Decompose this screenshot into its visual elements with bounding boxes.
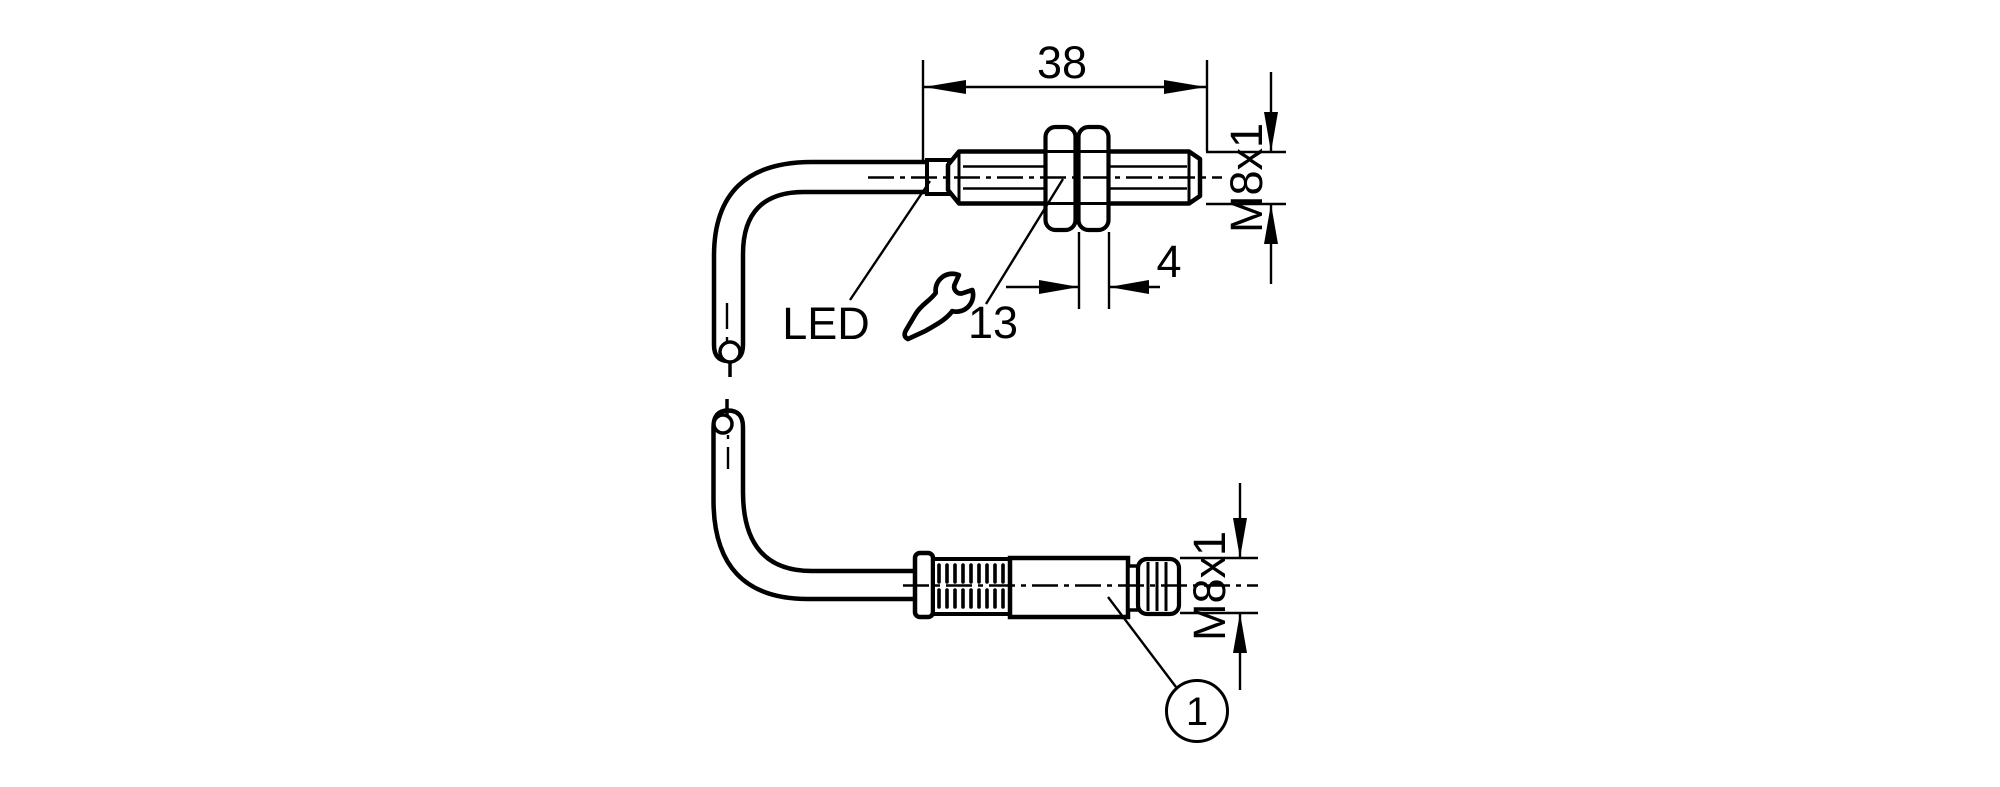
top-view: 38 M8x1 4 LED (711, 37, 1286, 377)
dimension-m8x1-top: M8x1 (1206, 72, 1286, 284)
callout-1-circle (1165, 679, 1229, 743)
led-label: LED (782, 298, 870, 349)
led-callout: LED (782, 180, 931, 349)
arrowhead-lower (1264, 204, 1278, 244)
dimension-38-label: 38 (1037, 37, 1087, 88)
led-leader-line (849, 180, 931, 301)
arrowhead-upper (1233, 518, 1247, 558)
wrench-size-leader-line (984, 178, 1065, 305)
cable-end-wire-circle (712, 413, 734, 435)
dimension-m8x1-bottom-label: M8x1 (1184, 531, 1235, 641)
connector-thread-tip (1135, 556, 1182, 617)
dimension-38: 38 (921, 37, 1209, 164)
arrowhead-right (1164, 80, 1206, 94)
bottom-view: M8x1 1 (711, 399, 1258, 743)
arrowhead-right (1109, 280, 1149, 294)
wrench-size-label: 13 (968, 297, 1018, 348)
connector-body (1007, 555, 1131, 620)
knurled-grip (931, 557, 1012, 616)
dimension-m8x1-bottom: M8x1 (1180, 483, 1258, 690)
dimension-m8x1-top-label: M8x1 (1221, 123, 1272, 233)
arrowhead-left (1039, 280, 1079, 294)
dimension-4: 4 (1006, 232, 1182, 309)
dimension-4-label: 4 (1156, 236, 1181, 287)
arrowhead-upper (1264, 112, 1278, 152)
wrench-icon (902, 271, 976, 342)
callout-1-number: 1 (1186, 690, 1208, 734)
cable (711, 408, 919, 602)
cable-end-wire-circle (718, 340, 742, 364)
knurl-ribs (937, 563, 1005, 609)
callout-1-leader-line (1107, 596, 1177, 688)
callout-1: 1 (1107, 596, 1229, 743)
arrowhead-left (924, 80, 966, 94)
wrench-size-callout: 13 (902, 178, 1065, 348)
arrowhead-lower (1233, 613, 1247, 653)
